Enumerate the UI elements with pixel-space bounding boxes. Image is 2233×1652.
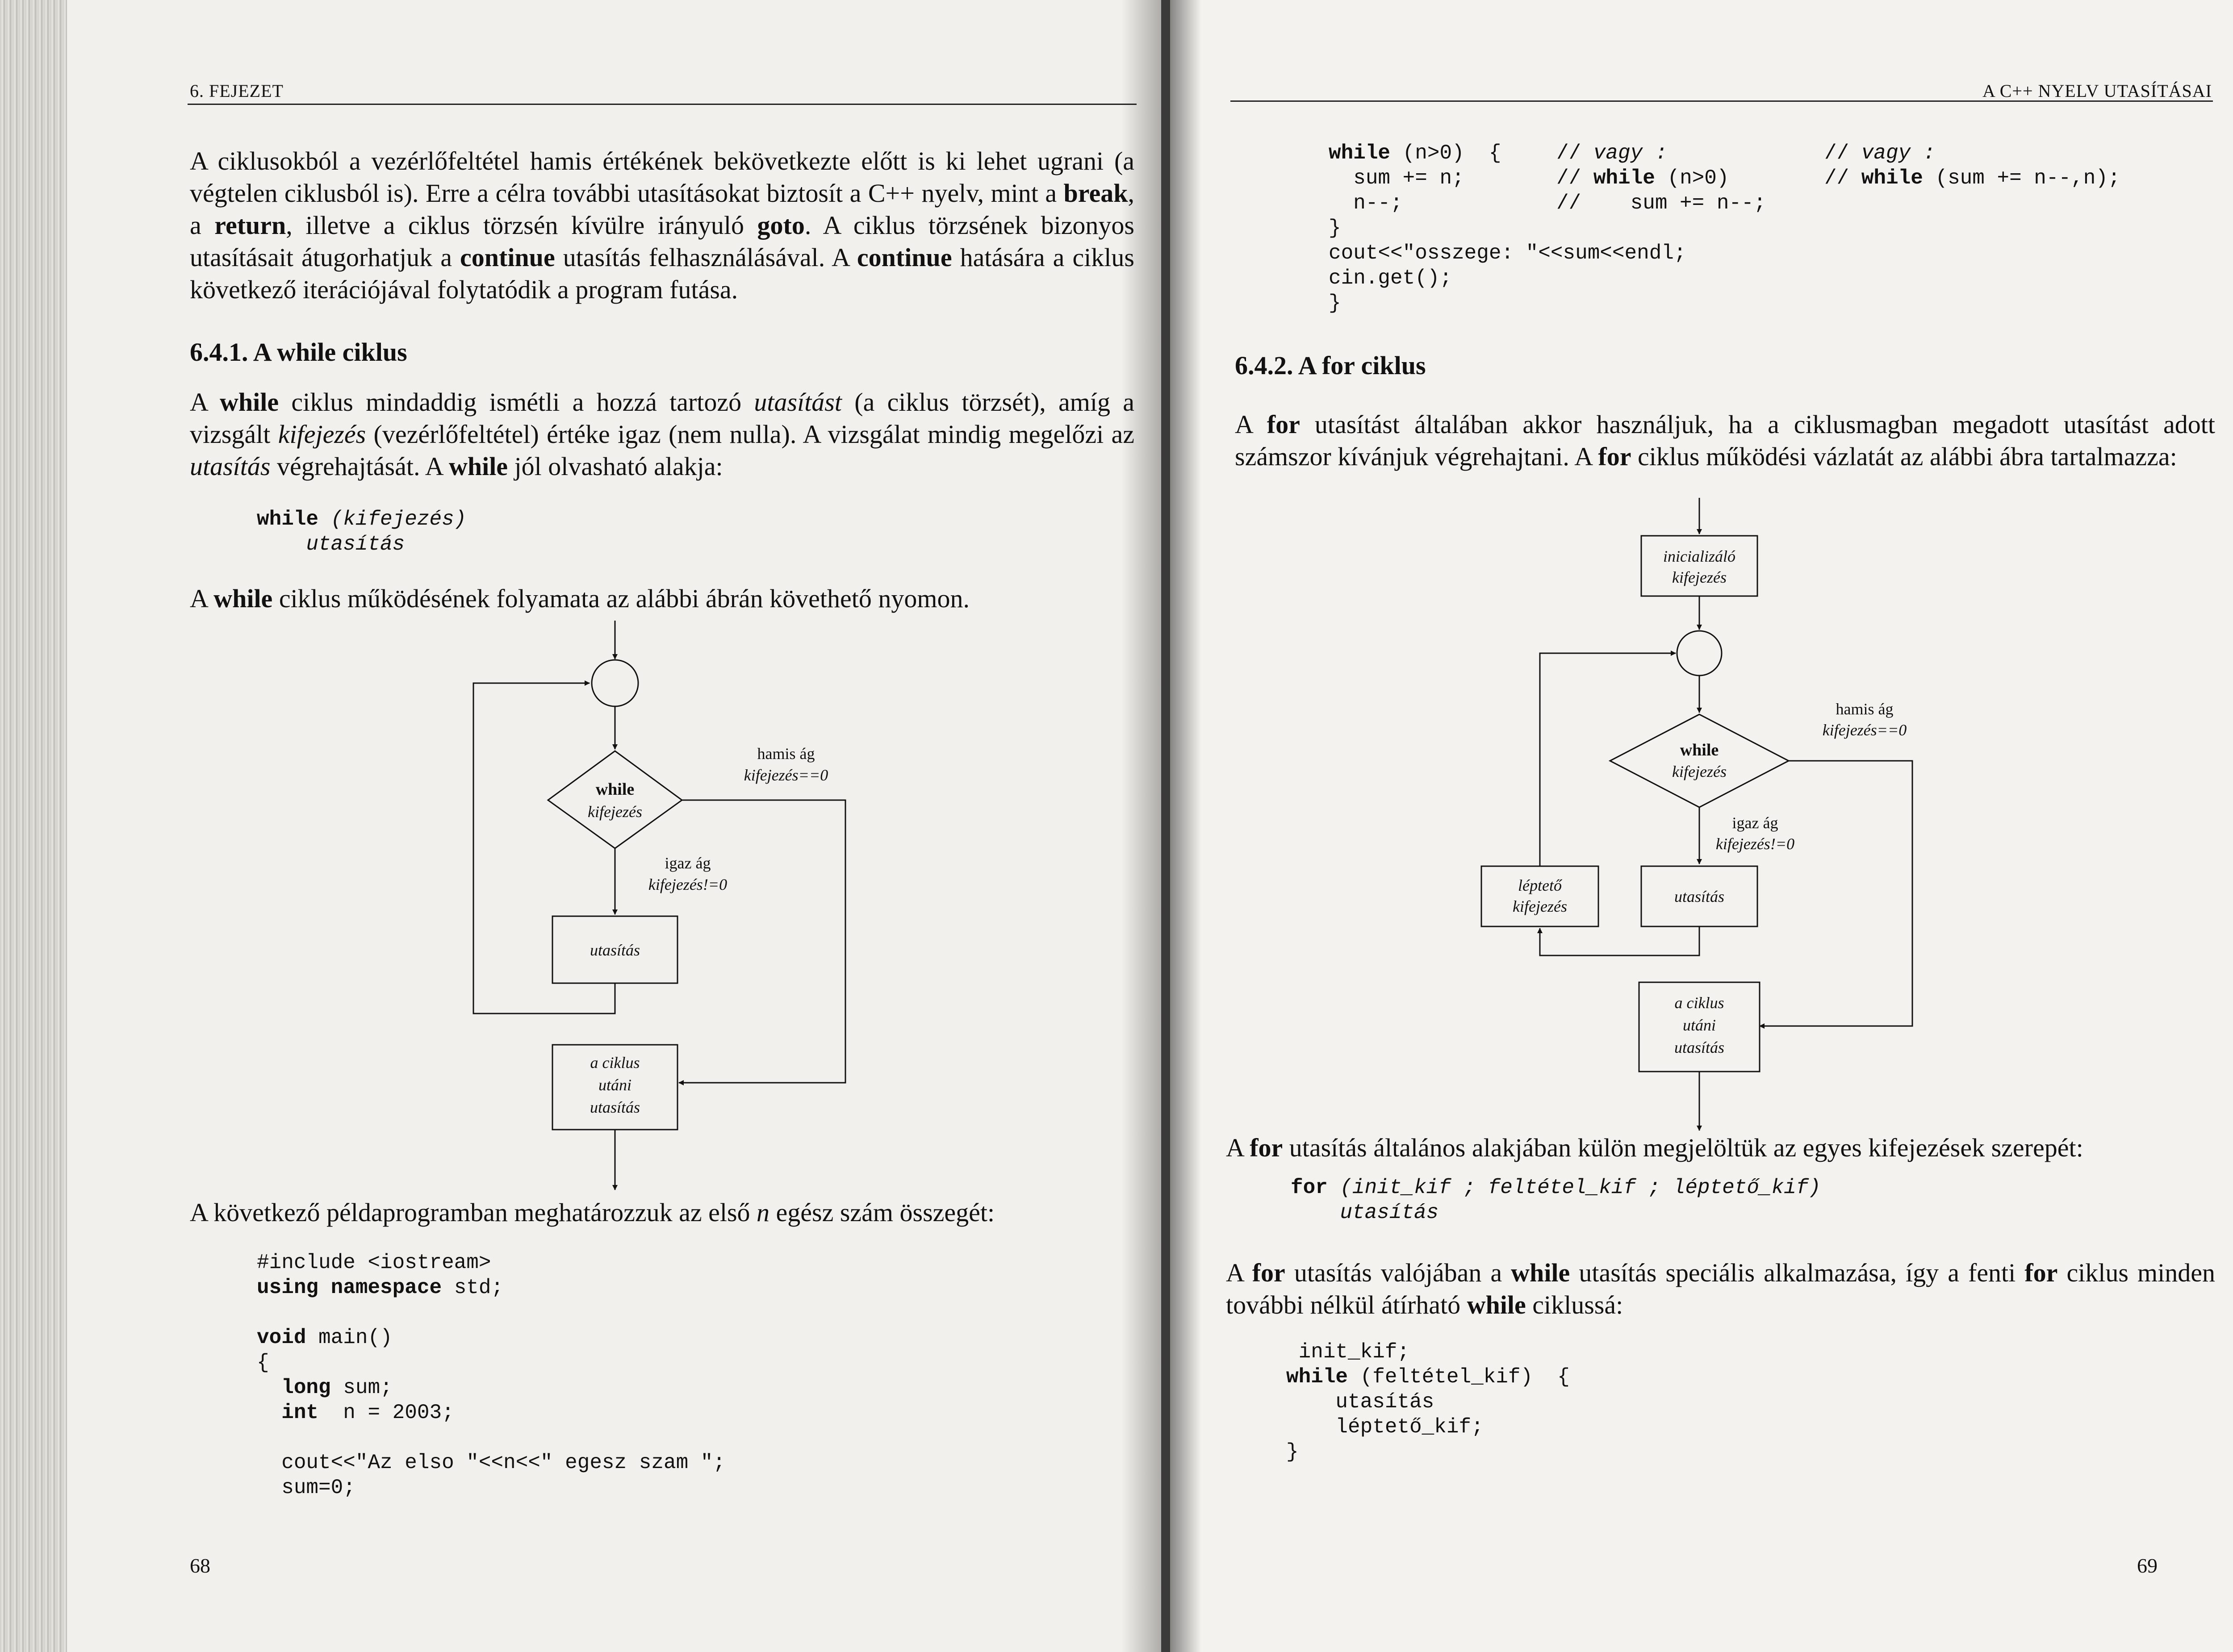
after-box-line2: utáni bbox=[1683, 1016, 1716, 1034]
section-title: 6.4.2. A for ciklus bbox=[1235, 351, 1426, 380]
sum-program-code: #include <iostream> using namespace std;… bbox=[257, 1251, 725, 1499]
init-box-line1: inicializáló bbox=[1663, 547, 1735, 565]
after-box-line3: utasítás bbox=[590, 1098, 640, 1116]
false-branch-label: hamis ág bbox=[1836, 700, 1894, 718]
step-box-line2: kifejezés bbox=[1513, 897, 1567, 915]
after-box-line1: a ciklus bbox=[1675, 994, 1724, 1012]
right-page: A C++ NYELV UTASÍTÁSAI while (n>0) { sum… bbox=[1170, 0, 2233, 1652]
header-rule bbox=[188, 104, 1137, 105]
diamond-keyword: while bbox=[1680, 741, 1719, 759]
for-syntax: for (init_kif ; feltétel_kif ; léptető_k… bbox=[1291, 1176, 1821, 1224]
running-header: 6. FEJEZET bbox=[190, 81, 284, 101]
section-title: 6.4.1. A while ciklus bbox=[190, 338, 407, 367]
true-branch-condition: kifejezés!=0 bbox=[648, 876, 727, 893]
example-intro: A következő példaprogramban meghatározzu… bbox=[190, 1198, 995, 1227]
after-box-line2: utáni bbox=[598, 1076, 631, 1094]
while-flowchart: while kifejezés hamis ág kifejezés==0 ig… bbox=[473, 621, 846, 1190]
after-box-line1: a ciklus bbox=[590, 1054, 640, 1072]
diamond-expression: kifejezés bbox=[588, 803, 642, 821]
init-box-line2: kifejezés bbox=[1672, 568, 1727, 586]
after-box-line3: utasítás bbox=[1674, 1039, 1724, 1056]
for-flowchart: inicializáló kifejezés while kifejezés h… bbox=[1480, 498, 1913, 1131]
body-box-label: utasítás bbox=[590, 941, 640, 959]
header-rule bbox=[1230, 100, 2213, 102]
flow-intro: A while ciklus működésének folyamata az … bbox=[190, 584, 970, 613]
intro-paragraph: A ciklusokból a vezérlőfeltétel hamis ér… bbox=[190, 146, 1135, 304]
diamond-expression: kifejezés bbox=[1672, 763, 1727, 780]
gutter-shadow bbox=[1170, 0, 1201, 1652]
for-description: A for utasítást általában akkor használj… bbox=[1235, 410, 2216, 471]
while-loop-code: while (n>0) { sum += n; n--; } cout<<"os… bbox=[1329, 142, 1686, 315]
while-rewrite-code: init_kif; while (feltétel_kif) { utasítá… bbox=[1286, 1340, 1570, 1464]
false-branch-condition: kifejezés==0 bbox=[1823, 721, 1907, 739]
false-branch-condition: kifejezés==0 bbox=[744, 766, 828, 784]
true-branch-condition: kifejezés!=0 bbox=[1716, 835, 1794, 853]
gutter-shadow bbox=[1121, 0, 1161, 1652]
true-branch-label: igaz ág bbox=[1732, 814, 1778, 832]
step-box-line1: léptető bbox=[1518, 876, 1563, 894]
left-page: 6. FEJEZET A ciklusokból a vezérlőfeltét… bbox=[0, 0, 1161, 1652]
page-number: 69 bbox=[2137, 1554, 2158, 1577]
running-header: A C++ NYELV UTASÍTÁSAI bbox=[1982, 81, 2212, 101]
page-number: 68 bbox=[190, 1554, 210, 1577]
diamond-keyword: while bbox=[596, 780, 635, 799]
page-stack-edge bbox=[0, 0, 67, 1652]
alt-code-comment-2: // vagy : // while (sum += n--,n); bbox=[1824, 142, 2120, 190]
for-general-form: A for utasítás általános alakjában külön… bbox=[1226, 1133, 2083, 1162]
true-branch-label: igaz ág bbox=[665, 854, 711, 872]
for-as-while: A for utasítás valójában a while utasítá… bbox=[1226, 1258, 2215, 1319]
false-branch-label: hamis ág bbox=[757, 745, 815, 763]
while-syntax: while (kifejezés) utasítás bbox=[257, 508, 467, 556]
alt-code-comment-1: // vagy : // while (n>0) // sum += n--; bbox=[1556, 142, 1766, 215]
body-box-label: utasítás bbox=[1674, 888, 1724, 905]
while-description: A while ciklus mindaddig ismétli a hozzá… bbox=[190, 388, 1135, 481]
